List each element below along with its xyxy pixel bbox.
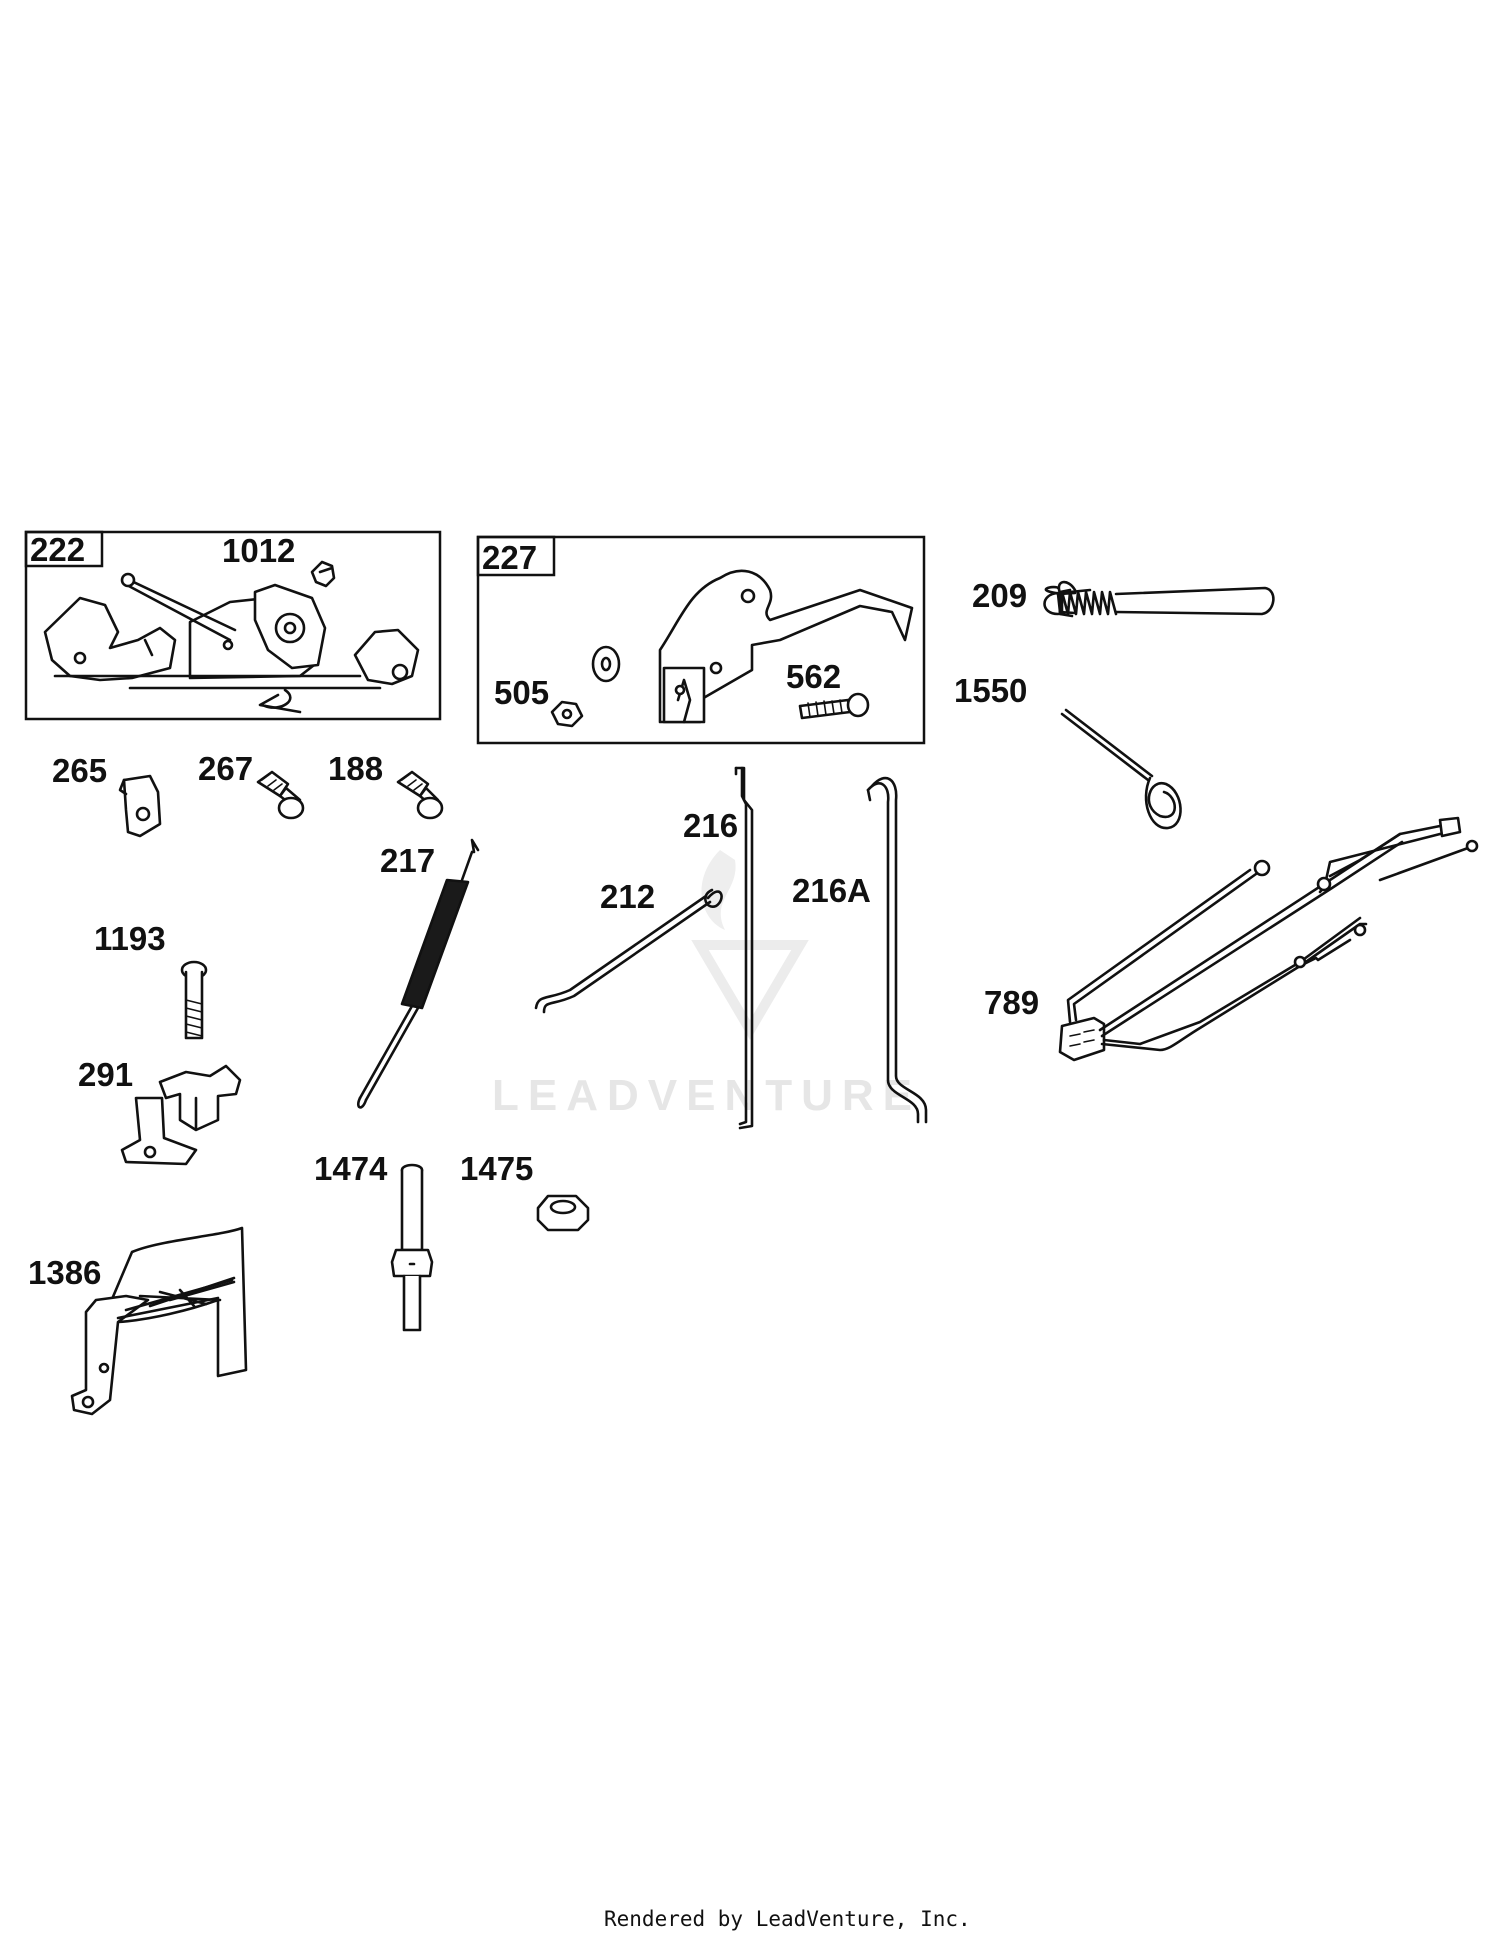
callout-562: 562 <box>786 658 841 695</box>
wiring-harness-789[interactable] <box>1058 816 1479 1062</box>
screw-188[interactable] <box>396 770 444 820</box>
bolt-1193[interactable] <box>180 960 208 1040</box>
callout-265: 265 <box>52 752 107 789</box>
screw-267[interactable] <box>256 770 305 820</box>
bracket-291[interactable] <box>120 1064 242 1166</box>
callout-291: 291 <box>78 1056 133 1093</box>
rod-216A[interactable] <box>866 776 928 1124</box>
screw-562[interactable] <box>798 692 870 720</box>
callout-217: 217 <box>380 842 435 879</box>
watermark-text: LEADVENTURE <box>492 1071 921 1120</box>
callout-188: 188 <box>328 750 383 787</box>
callout-267: 267 <box>198 750 253 787</box>
callout-216A: 216A <box>792 872 871 909</box>
nut-1475[interactable] <box>536 1194 590 1232</box>
callout-1386: 1386 <box>28 1254 101 1291</box>
box-227-label: 227 <box>482 539 537 576</box>
watermark: LEADVENTURE <box>492 850 921 1120</box>
rod-216[interactable] <box>734 766 754 1130</box>
control-bracket-227[interactable] <box>658 569 914 724</box>
box-227: 227 505 562 <box>476 535 926 745</box>
clip-1012[interactable] <box>310 560 336 588</box>
callout-505: 505 <box>494 674 549 711</box>
bracket-265[interactable] <box>118 774 162 838</box>
washer-227[interactable] <box>591 645 621 683</box>
callout-209: 209 <box>972 577 1027 614</box>
callout-789: 789 <box>984 984 1039 1021</box>
governor-control-bracket[interactable] <box>43 572 420 714</box>
callout-1193: 1193 <box>94 920 166 957</box>
callout-1474: 1474 <box>314 1150 388 1187</box>
spring-rod-1550[interactable] <box>1060 708 1182 830</box>
stud-1474[interactable] <box>390 1163 434 1332</box>
callout-1550: 1550 <box>954 672 1027 709</box>
shield-1386[interactable] <box>70 1226 248 1416</box>
callout-216: 216 <box>683 807 738 844</box>
box-222-label: 222 <box>30 531 85 568</box>
footer-text: Rendered by LeadVenture, Inc. <box>604 1907 971 1931</box>
spring-rod-217[interactable] <box>356 838 480 1109</box>
callout-1012: 1012 <box>222 532 295 569</box>
callout-1475: 1475 <box>460 1150 533 1187</box>
box-222: 222 1012 <box>24 530 442 721</box>
spring-209[interactable] <box>1043 580 1275 618</box>
rod-212[interactable] <box>534 888 723 1014</box>
callout-212: 212 <box>600 878 655 915</box>
nut-505[interactable] <box>550 700 584 728</box>
